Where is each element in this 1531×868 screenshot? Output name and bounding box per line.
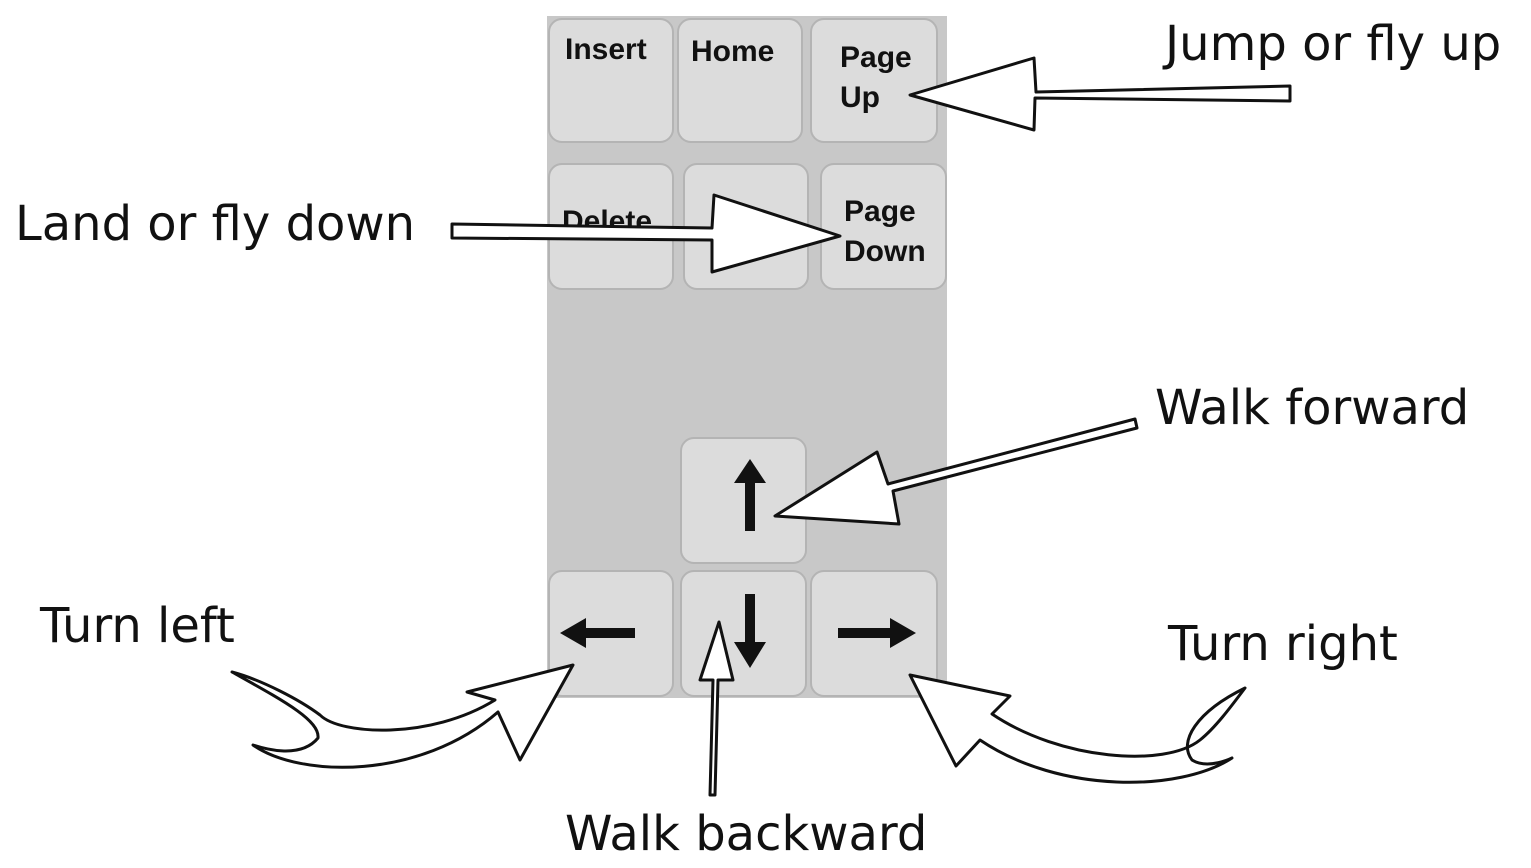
home-key-label: Home	[691, 35, 775, 68]
arrow-down-icon	[734, 594, 766, 668]
left-arrow-key[interactable]	[548, 570, 674, 697]
pointer-walk-forward	[773, 417, 1139, 526]
callout-turn-right: Turn right	[1168, 616, 1398, 672]
arrow-up-icon	[734, 459, 766, 531]
pointer-turn-right	[908, 673, 1247, 784]
page-up-key[interactable]: Page Up	[810, 18, 938, 143]
callout-walk-backward: Walk backward	[565, 806, 928, 862]
arrow-right-icon	[838, 618, 916, 648]
insert-key-label: Insert	[565, 33, 647, 66]
pointer-land-down	[450, 193, 842, 274]
pointer-walk-backward	[698, 620, 735, 797]
callout-land-or-fly-down: Land or fly down	[15, 196, 416, 252]
pointer-turn-left	[230, 663, 575, 769]
callout-turn-left: Turn left	[40, 598, 235, 654]
page-down-key-label: Page Down	[844, 195, 926, 268]
page-up-key-label: Page Up	[840, 41, 912, 114]
arrow-left-icon	[560, 618, 635, 648]
home-key[interactable]: Home	[677, 18, 803, 143]
page-down-key[interactable]: Page Down	[820, 163, 947, 290]
callout-walk-forward: Walk forward	[1155, 380, 1470, 436]
callout-jump-or-fly-up: Jump or fly up	[1165, 16, 1502, 72]
insert-key[interactable]: Insert	[548, 18, 674, 143]
pointer-jump-up	[908, 56, 1292, 132]
down-arrow-key[interactable]	[680, 570, 807, 697]
